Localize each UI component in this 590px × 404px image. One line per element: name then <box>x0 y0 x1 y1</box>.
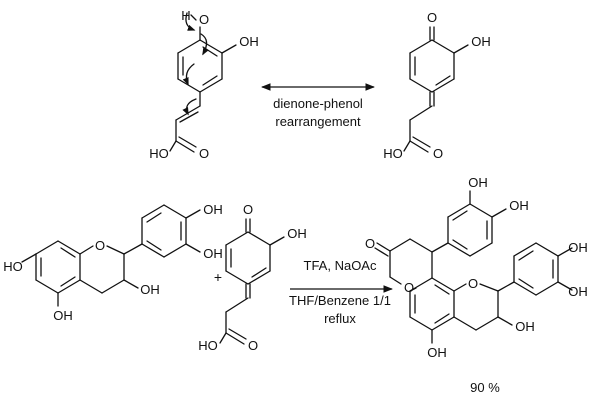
carbonyl-bond <box>409 140 429 153</box>
label-oh: OH <box>203 246 223 261</box>
catechol-ring-right <box>513 242 559 296</box>
label-oh: OH <box>287 226 307 241</box>
label-o: O <box>433 146 443 161</box>
label-ho: HO <box>149 146 169 161</box>
caffeic-acid-structure: H O OH HO O <box>149 8 259 161</box>
catechin-structure: HO O OH OH OH OH <box>3 202 223 323</box>
right-ring-oh-bond-2 <box>557 281 573 291</box>
yield-label: 90 % <box>470 380 500 395</box>
label-oh: OH <box>468 175 488 190</box>
label-oh: OH <box>471 34 491 49</box>
label-o: O <box>468 276 478 291</box>
label-oh: OH <box>509 198 529 213</box>
conditions-solvent: THF/Benzene 1/1 <box>289 293 391 308</box>
label-oh: OH <box>140 282 160 297</box>
pyran-oh-bond <box>497 316 513 326</box>
carbonyl-bond <box>175 140 195 153</box>
quinone-methide-reagent-structure: O OH HO O <box>198 202 307 353</box>
c-ring-oh-bond <box>123 279 139 289</box>
plus-sign: + <box>214 269 222 285</box>
top-ring-oh-bond-2 <box>491 208 507 218</box>
oh-bond <box>269 236 285 246</box>
top-ring-attach-bond <box>431 242 449 253</box>
acid-oh-bond <box>219 332 227 344</box>
product-structure: OH OH O O O OH OH OH OH <box>365 175 588 360</box>
carbonyl-bond-double <box>228 328 247 340</box>
label-oh: OH <box>203 202 223 217</box>
acid-oh-bond <box>403 140 411 152</box>
label-oh: OH <box>427 345 447 360</box>
label-o: O <box>95 238 105 253</box>
alkene-bond-double <box>179 111 199 123</box>
b-ring-oh-bond-2 <box>185 243 201 253</box>
label-oh: OH <box>239 34 259 49</box>
label-o: O <box>404 280 414 295</box>
label-ho: HO <box>198 338 218 353</box>
label-o: O <box>427 10 437 25</box>
c2-b-ring-bond <box>123 243 143 255</box>
lactone-carbonyl <box>376 242 391 252</box>
b-ring-oh-bond <box>185 209 201 219</box>
fused-benzene-ring <box>409 277 455 331</box>
conditions-reagents: TFA, NaOAc <box>304 258 377 273</box>
curly-arrow-ring-2 <box>182 63 195 86</box>
chain-bond-1 <box>225 297 249 313</box>
catechol-ring-top <box>447 203 493 257</box>
quinone-methide-structure: O OH HO O <box>383 10 491 161</box>
a-ring <box>35 240 81 294</box>
label-o: O <box>199 12 209 27</box>
right-ring-oh-bond <box>557 247 573 257</box>
c-ring <box>79 245 125 294</box>
label-oh: OH <box>515 319 535 334</box>
carbonyl-bond-double <box>178 136 197 148</box>
a-ring-oh-bond <box>21 253 37 263</box>
label-o: O <box>365 236 375 251</box>
oh-bond <box>453 44 469 54</box>
caption-line2: rearrangement <box>275 114 361 129</box>
curly-arrow-ring-1 <box>200 33 209 56</box>
carbonyl-bond-double <box>412 136 431 148</box>
label-h: H <box>181 8 190 23</box>
curly-arrow-alkene <box>182 98 197 116</box>
conditions-temperature: reflux <box>324 311 356 326</box>
label-o: O <box>243 202 253 217</box>
chain-bond-1 <box>409 105 433 121</box>
curly-arrow-h <box>185 12 196 31</box>
b-ring <box>141 204 187 258</box>
pyran-ring <box>453 283 499 331</box>
label-oh: OH <box>568 240 588 255</box>
lactone-ring <box>389 238 433 292</box>
acid-oh-bond <box>169 140 177 152</box>
label-o: O <box>248 338 258 353</box>
pyran-b-ring-bond <box>497 281 515 292</box>
o-h-bond <box>190 14 197 21</box>
label-o: O <box>199 146 209 161</box>
lactone-carbonyl-double <box>374 247 389 257</box>
caption-line1: dienone-phenol <box>273 96 363 111</box>
carbonyl-bond <box>225 332 245 345</box>
label-ho: HO <box>383 146 403 161</box>
oh-bond <box>221 44 237 54</box>
label-oh: OH <box>568 284 588 299</box>
label-oh: OH <box>53 308 73 323</box>
ring-bonds <box>177 39 223 93</box>
label-ho: HO <box>3 259 23 274</box>
